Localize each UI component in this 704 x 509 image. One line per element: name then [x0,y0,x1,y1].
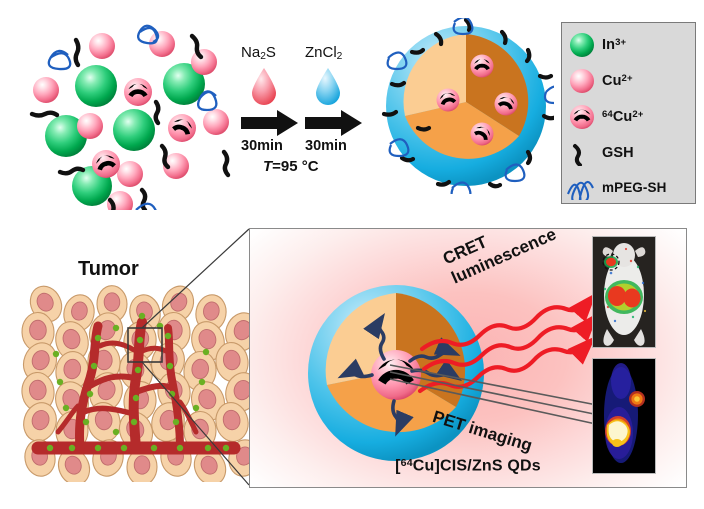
mpeg-sh-ligand [47,24,218,210]
step-2-duration: 30min [305,138,347,154]
radioactive-sphere-icon [562,104,602,130]
reagent-2-droplet-icon [316,68,340,105]
reagent-2-label: ZnCl2 [305,44,343,63]
legend-item-cu64: 64Cu2+ [562,99,695,135]
pet-image [593,359,655,473]
inset-cu64-core [371,350,421,400]
in-ion-sphere [45,63,205,206]
legend-label-mpeg: mPEG-SH [602,179,667,195]
reagent-1-droplet-icon [252,68,276,105]
step-1-duration: 30min [241,138,283,154]
legend-label-cu64: 64Cu2+ [602,108,644,125]
legend-label-in3: In3+ [602,36,627,53]
legend-item-mpeg: mPEG-SH [562,169,695,205]
green-sphere-icon [562,32,602,58]
pink-sphere-icon [562,68,602,94]
legend-label-cu2: Cu2+ [602,72,633,89]
legend-item-in3: In3+ [562,27,695,63]
embedded-cu64-dot [436,54,518,146]
luminescence-image-panel [592,236,656,348]
tumor-illustration [21,285,252,482]
reaction-arrow-2-icon [305,110,362,136]
cu64-ion-sphere [92,78,196,178]
pet-image-panel [592,358,656,474]
surface-gsh [381,18,554,189]
mpeg-coil-icon [562,174,602,200]
reaction-temperature: T=95 °C [263,158,319,175]
cret-luminescence-label: CRET luminescence [440,229,560,289]
legend-label-gsh: GSH [602,145,634,161]
precursor-cluster [29,24,231,210]
legend-item-gsh: GSH [562,135,695,171]
reaction-conditions: Na2S ZnCl2 30min 30min T=95 °C [241,44,373,175]
tumor-title: Tumor [78,258,139,280]
product-quantum-dot [381,18,554,194]
gsh-squiggle-icon [562,140,602,166]
surface-mpeg-sh [386,18,554,194]
inset-caption: [64Cu]CIS/ZnS QDs [395,456,541,474]
pet-imaging-arrows [389,364,630,434]
reagent-1-label: Na2S [241,44,276,63]
tumor-roi-dashed-circle [602,253,620,271]
legend-box: In3+ Cu2+ 64Cu2+ GSH [561,22,696,204]
reaction-arrow-1-icon [241,110,298,136]
luminescence-image [593,237,655,347]
legend-item-cu2: Cu2+ [562,63,695,99]
gsh-ligand [29,33,231,210]
inset-quantum-dot [308,285,484,461]
